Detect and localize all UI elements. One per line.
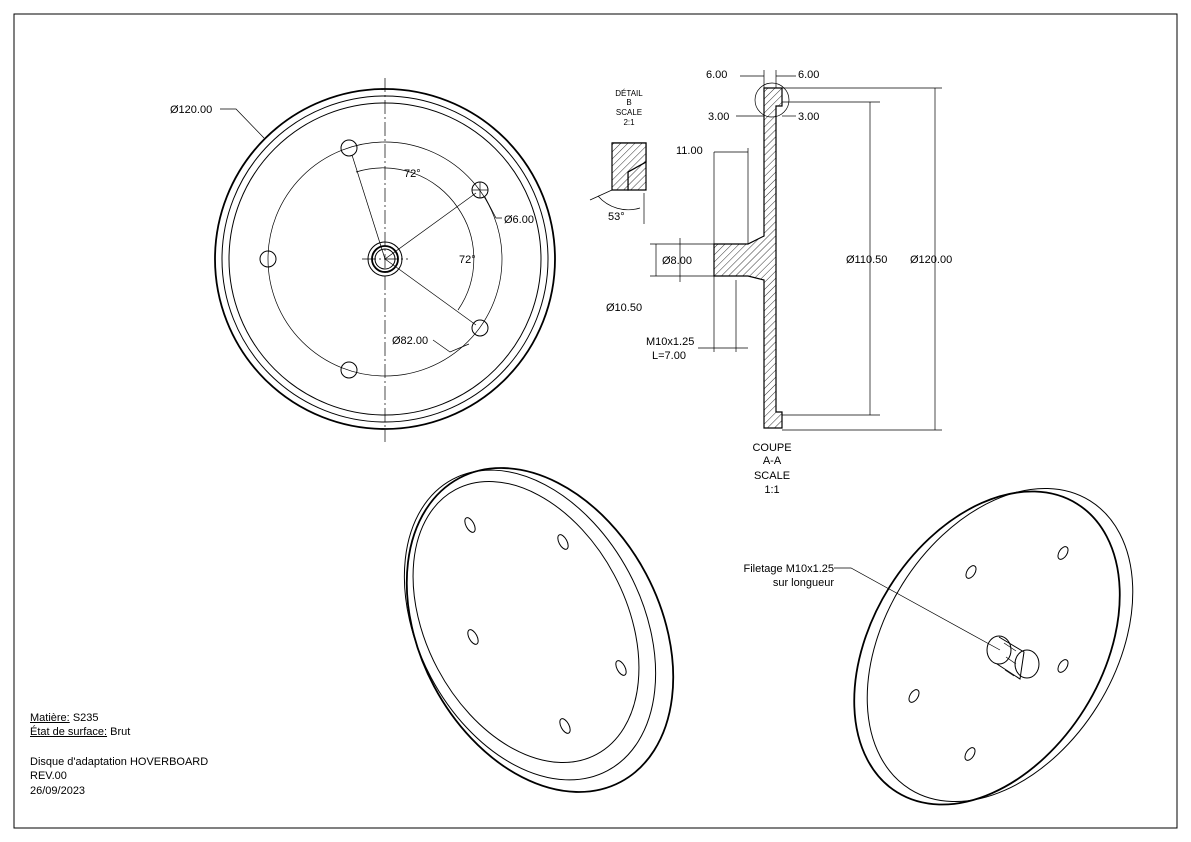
detail-angle-label: 53° (608, 211, 625, 223)
angle-top-label: 72° (404, 168, 421, 180)
radial-line-right-bottom (384, 258, 477, 326)
iso-view-front: Filetage M10x1.25 sur longueur (744, 487, 1134, 806)
detail-title-2: B (626, 98, 631, 107)
thread-note-leader (834, 567, 1001, 651)
part-date: 26/09/2023 (30, 785, 86, 797)
radial-line-right-top (384, 192, 477, 260)
outer-dia-leader (220, 108, 265, 139)
dim-step-left: 3.00 (708, 111, 729, 123)
dim-hub-dia: Ø10.50 (606, 302, 642, 314)
detail-title-3: SCALE (616, 108, 642, 117)
section-title-1: COUPE (752, 442, 791, 454)
sheet-frame (13, 13, 1178, 829)
dim-step-right: 3.00 (798, 111, 819, 123)
dim-inner-dia: Ø110.50 (846, 254, 887, 266)
iso-shaft (996, 636, 1025, 680)
bolt-hole-4 (340, 361, 358, 379)
dim-shaft-dia: Ø8.00 (662, 255, 692, 267)
detail-title-4: 2:1 (623, 118, 635, 127)
iso-shaft-base (986, 635, 1012, 665)
iso-back-outer-ellipse (405, 467, 675, 793)
outer-dia-label: Ø120.00 (170, 104, 212, 116)
section-title-4: 1:1 (764, 484, 779, 496)
section-disk (713, 87, 783, 429)
surface-label: État de surface: (30, 726, 108, 738)
bolt-circle-label: Ø82.00 (392, 335, 428, 347)
surface-note: État de surface: Brut (30, 726, 130, 739)
iso-view-back (403, 467, 675, 793)
angle-arc-top (355, 167, 459, 209)
detail-angle-arc (597, 195, 641, 211)
thread-note-line1: Filetage M10x1.25 (744, 563, 835, 575)
part-title: Disque d'adaptation HOVERBOARD (30, 756, 209, 768)
dim-width-right: 6.00 (798, 69, 819, 81)
angle-arc-right (457, 207, 475, 311)
bolt-hole-5 (259, 250, 277, 268)
section-title-3: SCALE (754, 470, 790, 482)
angle-right-label: 72° (459, 254, 476, 266)
thread-note-line2: sur longueur (773, 577, 834, 589)
bolt-hole-1 (340, 139, 358, 157)
thread-length: L=7.00 (652, 350, 686, 362)
material-label: Matière: (30, 712, 70, 724)
section-a-a: 6.00 6.00 3.00 3.00 11.00 Ø8.00 Ø10.50 M… (606, 69, 952, 496)
iso-shaft-end (1014, 649, 1040, 679)
dim-outer-dia: Ø120.00 (910, 254, 952, 266)
detail-title-1: DÉTAIL (615, 89, 643, 98)
radial-line-top (351, 154, 386, 260)
iso-front-back-ellipse (866, 487, 1134, 803)
thread-spec: M10x1.25 (646, 336, 694, 348)
iso-back-rim-ellipse (403, 469, 657, 781)
iso-front-ellipse (853, 490, 1121, 806)
bolt-circle-leader (432, 339, 470, 353)
bolt-hole-3 (471, 319, 489, 337)
hole-dia-label: Ø6.00 (504, 214, 534, 226)
iso-back-inner-ellipse (412, 480, 640, 764)
material-value: S235 (72, 712, 99, 724)
part-revision: REV.00 (30, 770, 67, 782)
detail-b: DÉTAIL B SCALE 2:1 53° (589, 89, 647, 224)
dim-hub-length: 11.00 (676, 145, 703, 157)
material-note: Matière: S235 (30, 712, 99, 725)
dim-width-left: 6.00 (706, 69, 727, 81)
front-view: 72° 72° Ø120.00 Ø6.00 Ø82.00 (170, 78, 556, 442)
section-title-2: A-A (763, 455, 782, 467)
hole-dia-leader (484, 196, 502, 219)
detail-b-circle (754, 82, 790, 118)
surface-value: Brut (110, 726, 131, 738)
